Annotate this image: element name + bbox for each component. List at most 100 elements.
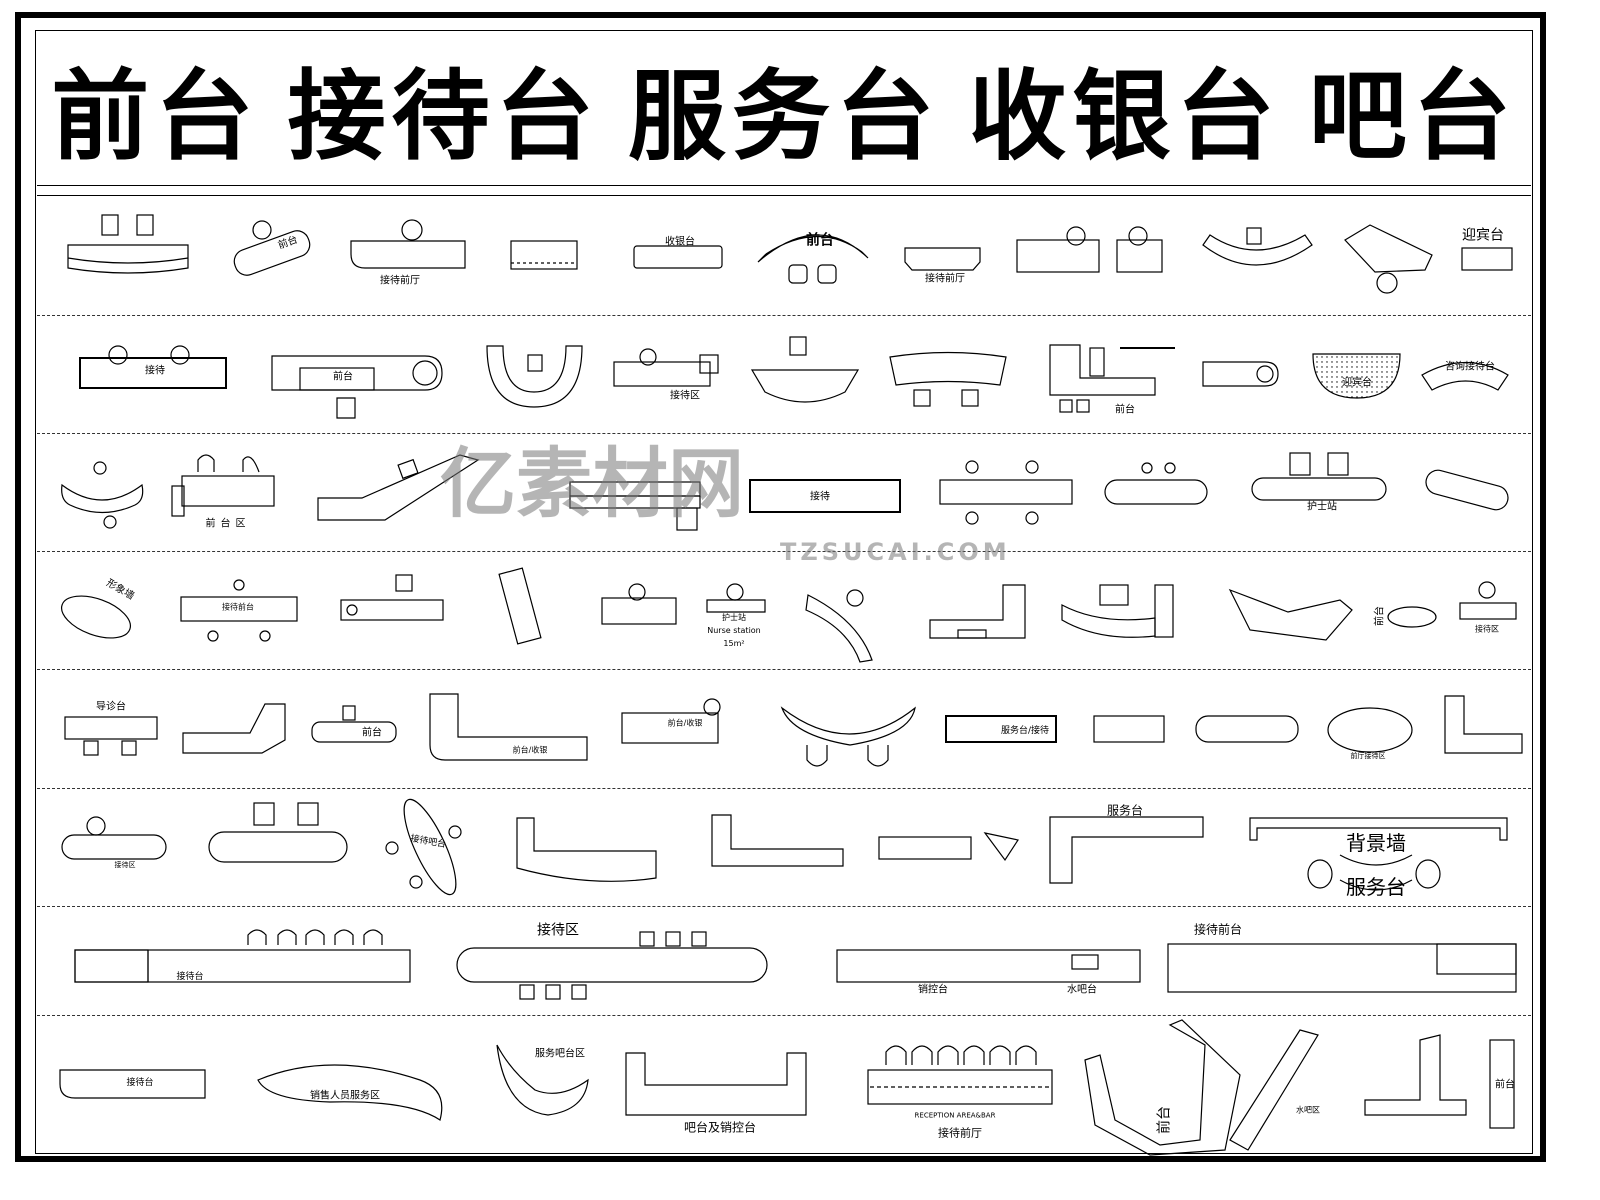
label-reception-lobby: 接待前厅 <box>925 273 965 285</box>
desk-corner <box>1344 224 1433 273</box>
desk-rounded <box>1202 361 1279 387</box>
chair <box>913 389 931 407</box>
desk <box>1116 239 1163 273</box>
desk-semicircle <box>486 345 583 408</box>
desk-service <box>1339 854 1413 891</box>
desk <box>61 834 167 860</box>
label-consult-desk: 咨询接待台 <box>1445 361 1495 373</box>
label-reception: 接待 <box>810 491 830 503</box>
desk <box>1167 943 1517 993</box>
desk <box>945 715 1057 743</box>
person <box>703 698 721 716</box>
row-divider <box>37 669 1531 670</box>
desk-curved <box>805 594 873 663</box>
label-qiantai: 前台 <box>1374 606 1386 626</box>
label-reception-area: 接待区 <box>114 861 136 870</box>
label-reception-area: 接待区 <box>670 390 700 402</box>
label-reception-front-desk: 接待前台 <box>1193 922 1243 937</box>
chair <box>1246 227 1262 245</box>
label-nurse-station-en: Nurse station <box>707 626 761 635</box>
desk-arc <box>757 234 869 263</box>
desk-welcome <box>1461 247 1513 271</box>
label-reception-area-bar: RECEPTION AREA&BAR <box>914 1111 996 1120</box>
watermark-logo-text: 亿素材网 <box>440 439 744 528</box>
person <box>628 583 646 601</box>
label-qiantai: 前台 <box>333 371 353 383</box>
title-divider <box>37 195 1531 196</box>
label-guide-desk: 导诊台 <box>96 701 126 713</box>
label-qiantai: 前台 <box>1156 1106 1173 1134</box>
desk <box>208 831 348 863</box>
row-divider <box>37 433 1531 434</box>
desk <box>74 949 411 983</box>
label-lobby-reception-area: 前厅接待区 <box>1350 752 1386 761</box>
desk-zigzag <box>1084 1019 1241 1156</box>
person <box>252 220 272 240</box>
person <box>1376 272 1398 294</box>
chair <box>197 454 215 472</box>
label-back-wall: 背景墙 <box>1346 831 1406 855</box>
desk <box>1459 602 1517 620</box>
label-reception-area: 接待区 <box>537 922 579 939</box>
label-welcome-desk: 迎宾台 <box>1342 377 1372 389</box>
desk-curved <box>1061 604 1156 638</box>
desk-l <box>516 817 657 882</box>
label-bar-sales-desk: 吧台及销控台 <box>683 1120 757 1135</box>
label-service-desk: 服务台 <box>1346 875 1406 899</box>
chair <box>806 745 828 767</box>
desk-l <box>182 703 286 754</box>
back-wall <box>1249 817 1508 841</box>
desk-curved <box>67 244 189 274</box>
desk <box>1093 715 1165 743</box>
desk-crescent <box>496 1044 589 1116</box>
desk-wave <box>257 1064 443 1121</box>
chair <box>961 389 979 407</box>
label-service-bar-area: 服务吧台区 <box>535 1048 585 1060</box>
desk-crescent <box>61 483 144 514</box>
desk-curved <box>889 351 1007 386</box>
person <box>108 345 128 365</box>
chair <box>336 397 356 419</box>
desk-l <box>429 693 588 761</box>
desk-counter <box>1444 695 1523 754</box>
desk-trapezoid <box>1228 588 1353 641</box>
chair <box>789 336 807 356</box>
person <box>639 348 657 366</box>
person <box>1066 226 1086 246</box>
desk-oval <box>1327 707 1413 753</box>
desk-nurse <box>706 599 766 613</box>
label-qiantai: 前台 <box>1495 1079 1515 1091</box>
row-divider <box>37 906 1531 907</box>
label-cashier: 收银台 <box>665 236 695 248</box>
chair <box>817 264 837 284</box>
desk-l <box>711 814 844 867</box>
desk-l <box>1049 816 1204 884</box>
watermark-url: TZSUCAI.COM <box>780 538 1011 566</box>
label-qiantai: 前台 <box>362 727 382 739</box>
person <box>86 816 106 836</box>
title-fuwutai: 服务台 <box>627 60 940 174</box>
desk-banana <box>780 706 916 746</box>
desk-bent <box>317 454 480 521</box>
label-water-bar: 水吧台 <box>1067 984 1097 996</box>
label-area: 15m² <box>723 639 745 648</box>
chair <box>1059 399 1073 413</box>
desk-angled <box>233 230 311 276</box>
bar-u <box>625 1052 807 1116</box>
desk <box>1104 479 1208 505</box>
desk <box>1016 239 1100 273</box>
label-service-reception: 服务台/接待 <box>1000 726 1050 737</box>
label-front-cashier: 前台/收银 <box>667 718 703 728</box>
chair <box>1076 399 1090 413</box>
desk-fan <box>750 369 860 403</box>
desk-half-round <box>1312 353 1401 399</box>
desk-counter <box>1049 344 1156 396</box>
drawing-frame <box>35 30 1533 1154</box>
label-nurse-station: 护士站 <box>722 613 746 622</box>
person <box>726 583 744 601</box>
chair <box>867 745 889 767</box>
label-nurse-station: 护士站 <box>1307 501 1337 513</box>
label-reception-desk: 接待台 <box>176 972 204 983</box>
chair <box>101 214 119 236</box>
label-sales-service-area: 销售人员服务区 <box>310 1090 380 1102</box>
